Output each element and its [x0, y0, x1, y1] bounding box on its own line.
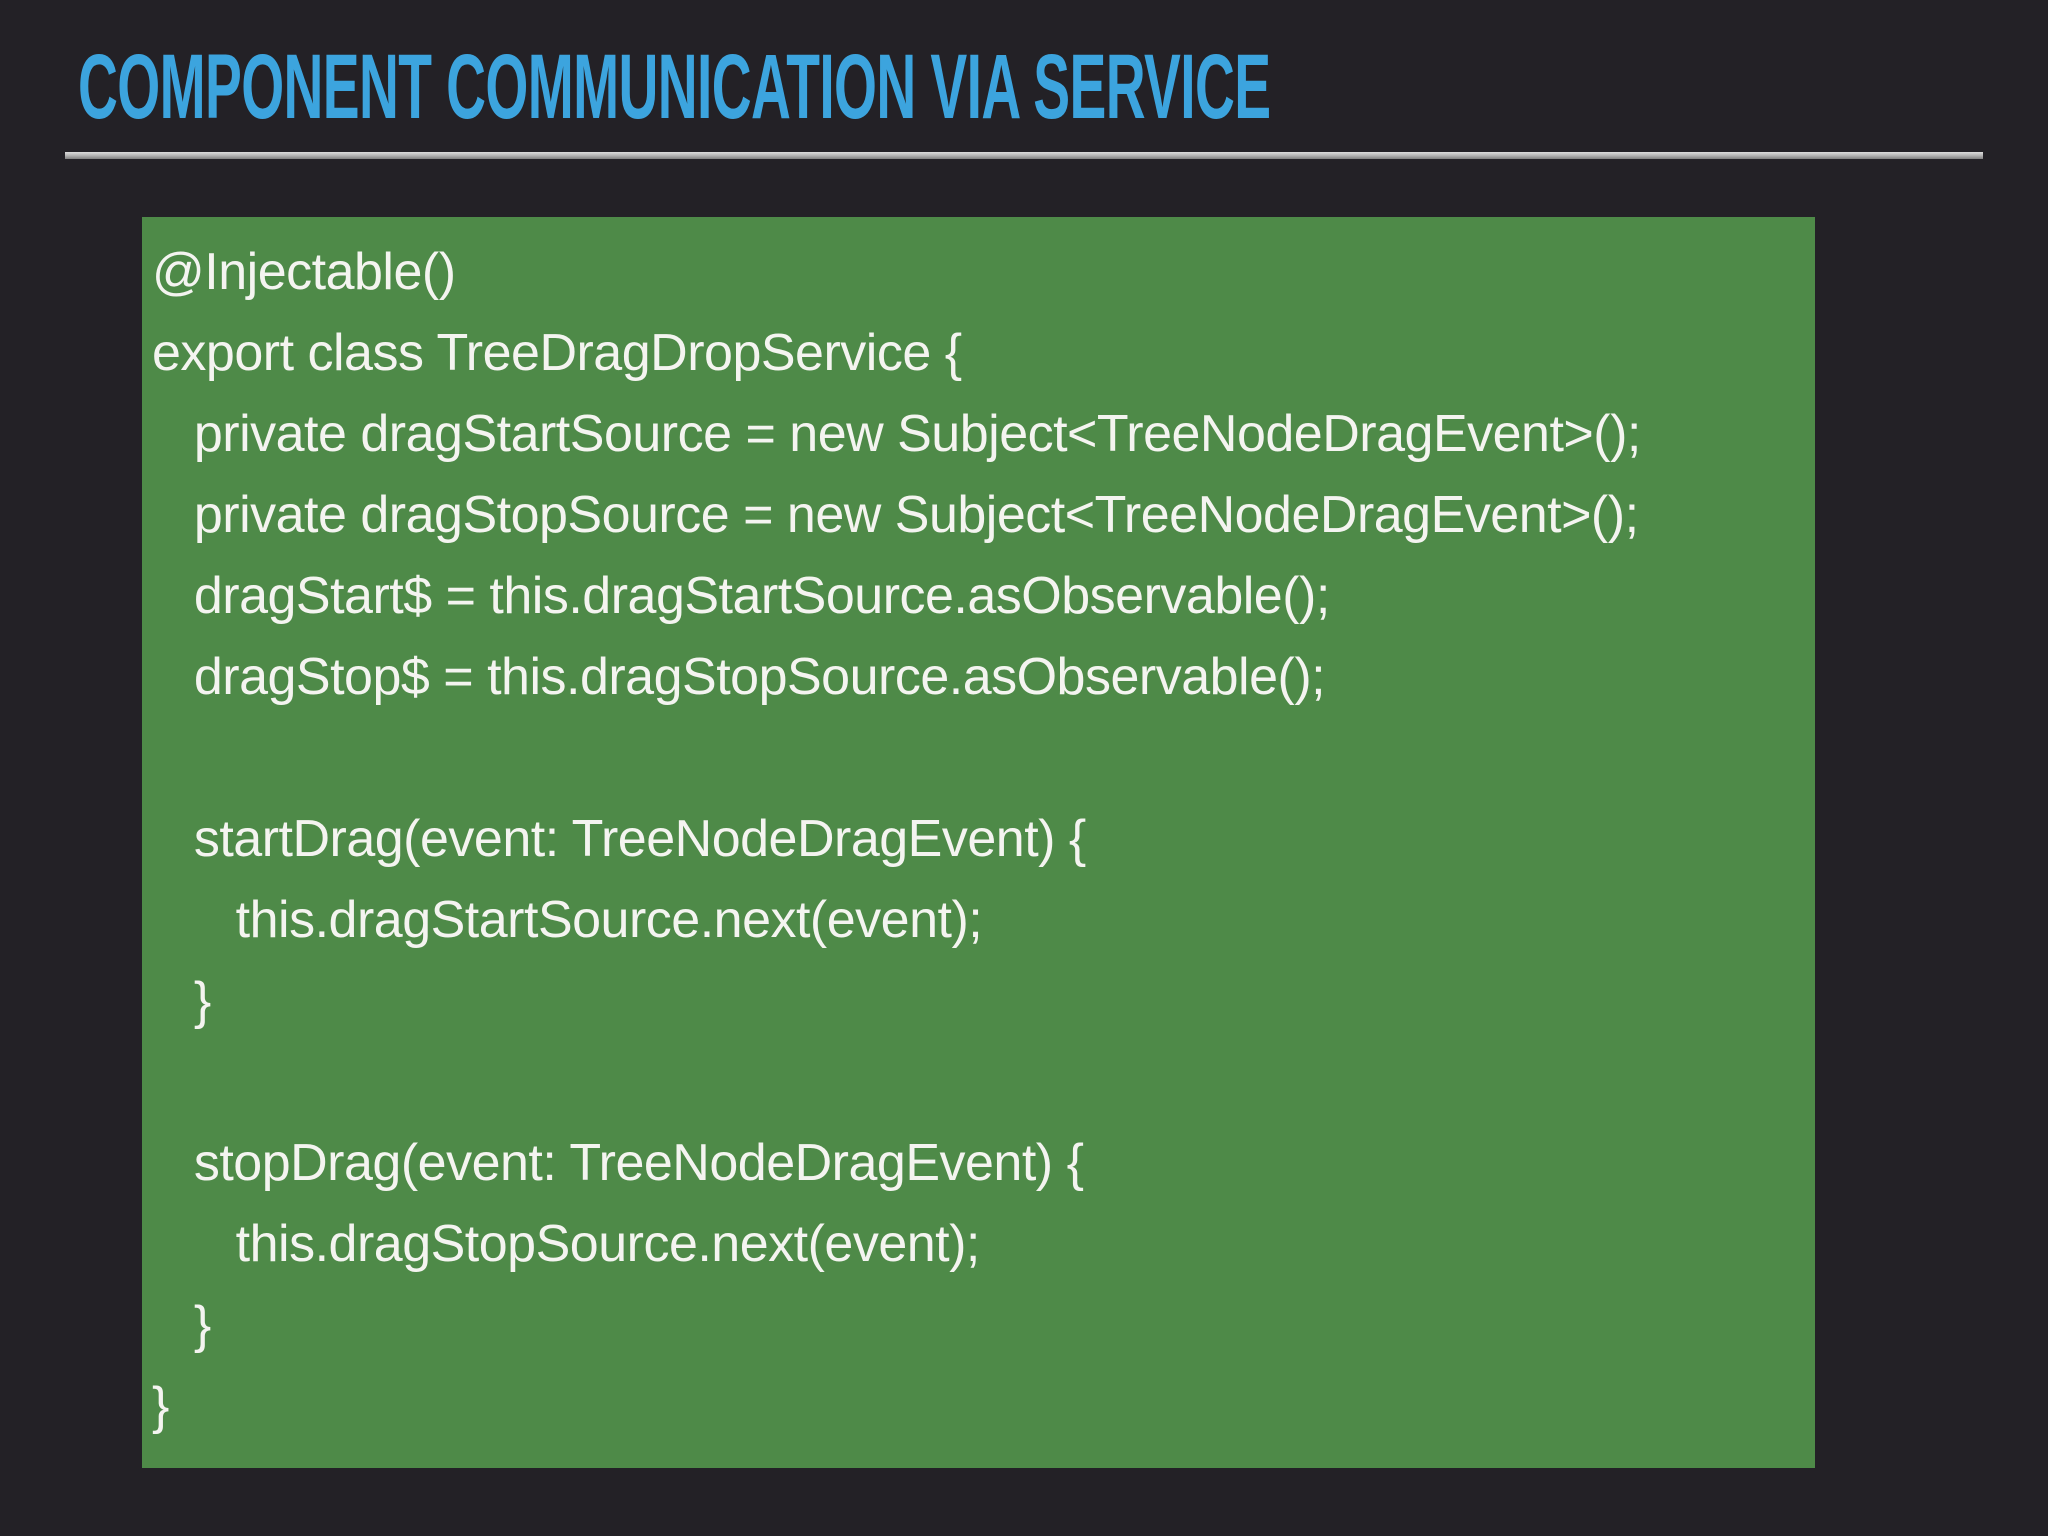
code-line: } [152, 1295, 211, 1354]
code-panel: @Injectable() export class TreeDragDropS… [142, 217, 1815, 1468]
code-line: dragStart$ = this.dragStartSource.asObse… [152, 566, 1330, 625]
code-line: } [152, 1376, 169, 1435]
title-underline [65, 152, 1983, 159]
code-line [152, 717, 1805, 798]
code-line: startDrag(event: TreeNodeDragEvent) { [152, 809, 1086, 868]
code-line: @Injectable() [152, 242, 456, 301]
code-line: this.dragStartSource.next(event); [152, 890, 983, 949]
code-line: } [152, 971, 211, 1030]
code-line: private dragStopSource = new Subject<Tre… [152, 485, 1639, 544]
page-title: COMPONENT COMMUNICATION VIA SERVICE [78, 40, 2048, 135]
code-line: stopDrag(event: TreeNodeDragEvent) { [152, 1133, 1084, 1192]
code-line: export class TreeDragDropService { [152, 323, 962, 382]
code-line [152, 1041, 1805, 1122]
code-line: this.dragStopSource.next(event); [152, 1214, 981, 1273]
code-line: dragStop$ = this.dragStopSource.asObserv… [152, 647, 1326, 706]
page-title-text: COMPONENT COMMUNICATION VIA SERVICE [78, 36, 1271, 138]
code-line: private dragStartSource = new Subject<Tr… [152, 404, 1642, 463]
